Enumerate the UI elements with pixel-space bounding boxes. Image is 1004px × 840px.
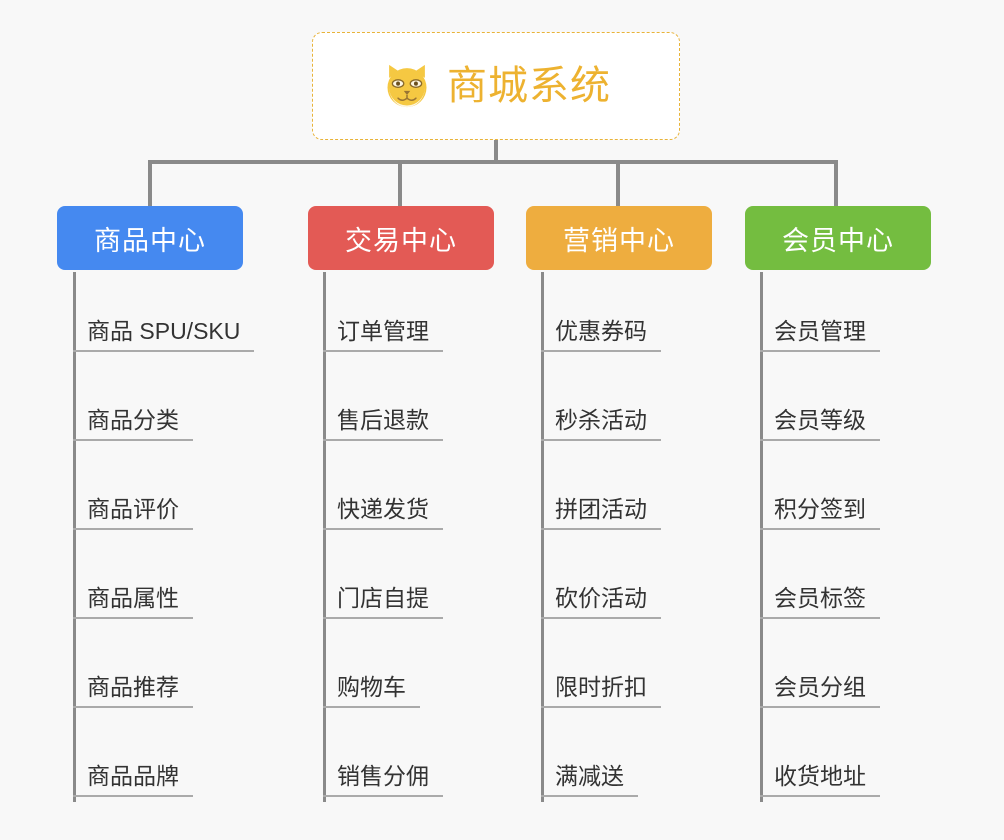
- leaf-item[interactable]: 商品分类: [73, 353, 193, 441]
- leaf-item-label: 门店自提: [323, 585, 443, 619]
- branch-header-label: 交易中心: [345, 225, 457, 256]
- leaf-item-label: 收货地址: [760, 763, 880, 797]
- leaf-item-label: 销售分佣: [323, 763, 443, 797]
- leaf-item[interactable]: 销售分佣: [323, 709, 443, 797]
- root-node[interactable]: 商城系统: [312, 32, 680, 140]
- shiba-dog-face-icon: [387, 64, 427, 108]
- branch-header-label: 会员中心: [782, 225, 894, 256]
- leaf-item[interactable]: 商品属性: [73, 531, 193, 619]
- branch-header-会员中心[interactable]: 会员中心: [745, 206, 931, 270]
- branch-drop-connector-2: [616, 160, 620, 206]
- leaf-item-label: 购物车: [323, 674, 420, 708]
- branch-header-营销中心[interactable]: 营销中心: [526, 206, 712, 270]
- leaf-item[interactable]: 商品评价: [73, 442, 193, 530]
- leaf-item-label: 会员标签: [760, 585, 880, 619]
- branch-drop-connector-3: [834, 160, 838, 206]
- branch-trunk-1: [323, 272, 326, 802]
- leaf-item[interactable]: 商品推荐: [73, 620, 193, 708]
- leaf-item-label: 满减送: [541, 763, 638, 797]
- leaf-item-label: 商品属性: [73, 585, 193, 619]
- root-title: 商城系统: [447, 64, 611, 108]
- leaf-item-label: 快递发货: [323, 496, 443, 530]
- root-node-content: 商城系统: [381, 60, 611, 112]
- leaf-item[interactable]: 拼团活动: [541, 442, 661, 530]
- leaf-item[interactable]: 商品品牌: [73, 709, 193, 797]
- leaf-item-label: 商品评价: [73, 496, 193, 530]
- leaf-item[interactable]: 会员等级: [760, 353, 880, 441]
- leaf-item[interactable]: 商品 SPU/SKU: [73, 264, 255, 352]
- branch-header-label: 商品中心: [94, 225, 206, 256]
- leaf-item-label: 优惠券码: [541, 318, 661, 352]
- branch-drop-connector-1: [398, 160, 402, 206]
- branch-trunk-3: [760, 272, 763, 802]
- leaf-item[interactable]: 砍价活动: [541, 531, 661, 619]
- branch-trunk-2: [541, 272, 544, 802]
- leaf-item[interactable]: 售后退款: [323, 353, 443, 441]
- branch-header-商品中心[interactable]: 商品中心: [57, 206, 243, 270]
- leaf-item[interactable]: 购物车: [323, 620, 420, 708]
- leaf-item[interactable]: 秒杀活动: [541, 353, 661, 441]
- leaf-item[interactable]: 优惠券码: [541, 264, 661, 352]
- leaf-item-label: 秒杀活动: [541, 407, 661, 441]
- leaf-item[interactable]: 会员分组: [760, 620, 880, 708]
- leaf-item[interactable]: 快递发货: [323, 442, 443, 530]
- leaf-item[interactable]: 会员标签: [760, 531, 880, 619]
- leaf-item[interactable]: 订单管理: [323, 264, 443, 352]
- leaf-item-label: 订单管理: [323, 318, 443, 352]
- root-stem-connector: [494, 140, 498, 162]
- leaf-item[interactable]: 门店自提: [323, 531, 443, 619]
- branch-trunk-0: [73, 272, 76, 802]
- branch-header-label: 营销中心: [563, 225, 675, 256]
- leaf-item-label: 商品推荐: [73, 674, 193, 708]
- leaf-item[interactable]: 收货地址: [760, 709, 880, 797]
- leaf-item-label: 砍价活动: [541, 585, 661, 619]
- leaf-item-label: 商品分类: [73, 407, 193, 441]
- branch-header-交易中心[interactable]: 交易中心: [308, 206, 494, 270]
- leaf-item[interactable]: 会员管理: [760, 264, 880, 352]
- leaf-item-label: 积分签到: [760, 496, 880, 530]
- leaf-item[interactable]: 限时折扣: [541, 620, 661, 708]
- leaf-item-label: 商品品牌: [73, 763, 193, 797]
- leaf-item-label: 会员等级: [760, 407, 880, 441]
- leaf-item-label: 会员管理: [760, 318, 880, 352]
- leaf-item[interactable]: 满减送: [541, 709, 638, 797]
- branch-drop-connector-0: [148, 160, 152, 206]
- branch-bus-connector: [148, 160, 838, 164]
- leaf-item-label: 拼团活动: [541, 496, 661, 530]
- leaf-item-label: 商品 SPU/SKU: [73, 318, 255, 352]
- leaf-item[interactable]: 积分签到: [760, 442, 880, 530]
- leaf-item-label: 售后退款: [323, 407, 443, 441]
- leaf-item-label: 限时折扣: [541, 674, 661, 708]
- leaf-item-label: 会员分组: [760, 674, 880, 708]
